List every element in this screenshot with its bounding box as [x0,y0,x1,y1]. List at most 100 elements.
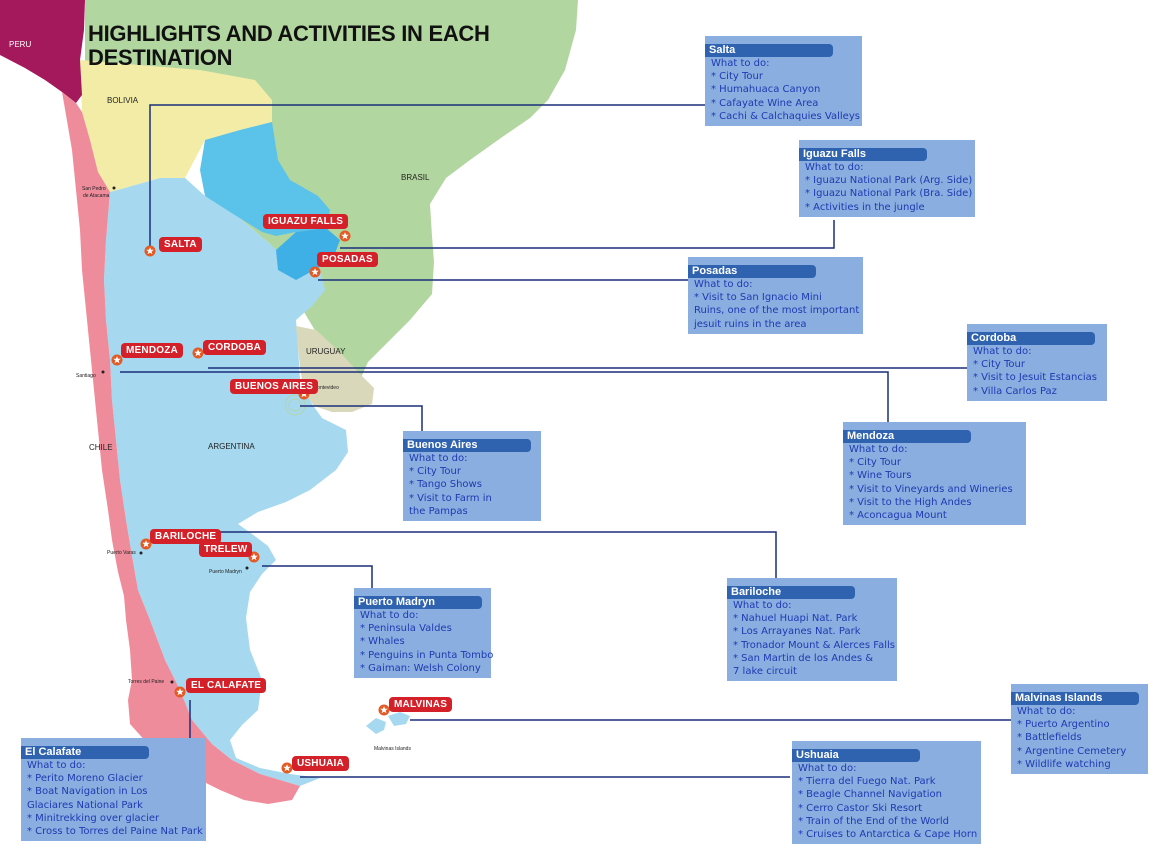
info-box-line: * Los Arrayanes Nat. Park [733,626,861,638]
pin-posadas-icon[interactable] [309,266,321,278]
info-box-line: * Battlefields [1017,732,1082,744]
connector-bariloche [152,531,777,580]
info-box-line: What to do: [711,58,770,69]
pin-iguazu-icon[interactable] [339,230,351,242]
info-box-title: Ushuaia [792,749,920,762]
city-label-santiago: Santiago [76,373,96,379]
info-box-line: * Activities in the jungle [805,201,925,213]
info-box-line: What to do: [973,346,1032,357]
pin-salta-icon[interactable] [144,245,156,257]
info-box-line: * Perito Moreno Glacier [27,773,143,785]
badge-salta[interactable]: SALTA [159,237,202,252]
city-dot-san-pedro [112,186,116,190]
info-box-mendoza: Mendoza What to do: * City Tour * Wine T… [843,422,1026,526]
badge-ushuaia[interactable]: USHUAIA [292,756,349,771]
info-box-line: * Cerro Castor Ski Resort [798,802,923,814]
info-box-title: Puerto Madryn [354,596,482,609]
pin-bariloche-icon[interactable] [140,538,152,550]
info-box-line: * Visit to Jesuit Estancias [973,372,1097,384]
malvinas-islands-shape [366,712,410,734]
badge-trelew[interactable]: TRELEW [199,542,253,557]
info-box-line: * Aconcagua Mount [849,510,947,522]
info-box-bariloche: Bariloche What to do: * Nahuel Huapi Nat… [727,578,897,682]
connector-buenos-aires [300,405,423,432]
info-box-line: 7 lake circuit [733,666,797,678]
info-box-malvinas-islands: Malvinas Islands What to do: * Puerto Ar… [1011,684,1148,775]
chile-region [62,92,300,804]
pin-el-calafate-icon[interactable] [174,686,186,698]
info-box-line: * Whales [360,636,405,648]
info-box-line: * Boat Navigation in Los [27,786,148,798]
info-box-line: * Tierra del Fuego Nat. Park [798,776,936,788]
connector-iguazu [340,220,835,249]
info-box-line: What to do: [798,763,857,774]
info-box-line: * Cachi & Calchaquies Valleys [711,110,860,122]
badge-iguazu-falls[interactable]: IGUAZU FALLS [263,214,349,229]
info-box-line: What to do: [409,453,468,464]
pin-cordoba-icon[interactable] [192,347,204,359]
badge-cordoba[interactable]: CORDOBA [203,340,267,355]
info-box-cordoba: Cordoba What to do: * City Tour * Visit … [967,324,1107,401]
info-box-line: * Wine Tours [849,470,912,482]
badge-buenos-aires[interactable]: BUENOS AIRES [230,379,319,394]
city-label-torres-del-paine: Torres del Paine [128,679,165,685]
argentina-region [104,178,348,786]
buenos-aires-ring-outer [284,394,306,416]
info-box-line: * Visit to Vineyards and Wineries [849,483,1013,495]
connector-mendoza [120,371,889,424]
pin-ushuaia-icon[interactable] [281,762,293,774]
info-box-line: * Visit to Farm in [409,492,492,504]
info-box-title: Buenos Aires [403,439,531,452]
badge-malvinas[interactable]: MALVINAS [389,697,453,712]
page-title: HIGHLIGHTS AND ACTIVITIES IN EACH DESTIN… [88,21,490,70]
info-box-line: * Villa Carlos Paz [973,385,1057,397]
pin-mendoza-icon[interactable] [111,354,123,366]
info-box-line: jesuit ruins in the area [694,318,807,330]
connector-puerto-madryn [262,565,373,590]
badge-posadas[interactable]: POSADAS [317,252,378,267]
info-box-line: * Cruises to Antarctica & Cape Horn [798,829,978,841]
badge-el-calafate[interactable]: EL CALAFATE [186,678,267,693]
country-label-uruguay: URUGUAY [306,347,346,356]
info-box-title: Posadas [688,265,816,278]
connector-salta [149,104,705,250]
info-box-line: What to do: [849,444,908,455]
info-box-line: * Puerto Argentino [1017,719,1110,731]
bolivia-region [80,60,272,192]
info-box-title: Cordoba [967,332,1095,345]
info-box-title: El Calafate [21,746,149,759]
map-pins [111,230,390,774]
info-box-line: * Minitrekking over glacier [27,812,160,824]
info-box-line: Glaciares National Park [27,799,143,811]
city-label-san-pedro-1: San Pedro [82,186,106,192]
info-box-title: Iguazu Falls [799,148,927,161]
city-label-montevideo: Montevideo [313,385,339,391]
city-dot-santiago [101,370,105,374]
info-box-line: What to do: [1017,706,1076,717]
info-box-title: Bariloche [727,586,855,599]
info-box-line: Ruins, one of the most important [694,305,860,317]
city-label-malvinas-islands: Malvinas Islands [374,746,411,752]
info-box-line: What to do: [733,600,792,611]
info-box-line: * Iguazu National Park (Bra. Side) [805,188,973,200]
info-box-line: * Visit to San Ignacio Mini [694,292,822,304]
info-box-line: What to do: [27,760,86,771]
info-box-line: * City Tour [711,71,763,83]
info-box-line: * Penguins in Punta Tombo [360,649,494,661]
info-box-line: * Cross to Torres del Paine Nat Park [27,826,203,838]
pin-malvinas-icon[interactable] [378,704,390,716]
info-box-salta: Salta What to do: * City Tour * Humahuac… [705,36,862,127]
paraguay-region [200,122,330,236]
buenos-aires-ring-inner [288,398,302,412]
info-box-line: * Train of the End of the World [798,815,950,827]
info-box-title: Malvinas Islands [1011,692,1139,705]
info-box-line: * City Tour [973,359,1025,371]
info-box-line: * Tronador Mount & Alerces Falls [733,639,895,651]
badge-mendoza[interactable]: MENDOZA [121,343,183,358]
info-box-line: * City Tour [409,466,461,478]
info-box-line: * Wildlife watching [1017,758,1111,770]
info-box-line: * Peninsula Valdes [360,623,452,635]
badge-bariloche[interactable]: BARILOCHE [150,529,222,544]
country-label-brasil: BRASIL [401,173,430,182]
